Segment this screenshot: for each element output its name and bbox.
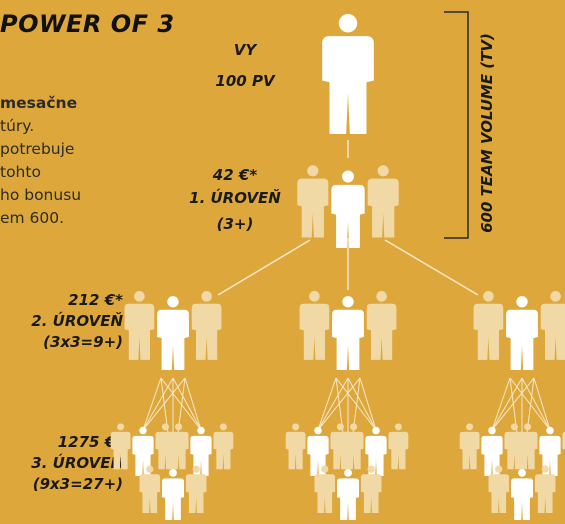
- person-icon: [360, 465, 382, 514]
- fan-line: [142, 377, 186, 431]
- person-icon: [366, 291, 397, 360]
- person-icon: [367, 165, 399, 238]
- level-1-name: 1. ÚROVEŇ: [189, 189, 281, 207]
- person-icon: [168, 423, 189, 470]
- person-icon: [157, 296, 189, 370]
- description-paragraph: mesačne túry. potrebuje tohto ho bonusu …: [0, 92, 140, 230]
- fan-line: [317, 377, 349, 431]
- fan-line: [184, 377, 202, 431]
- level-1-label: 42 €* 1. ÚROVEŇ (3+): [170, 165, 300, 235]
- description-line: em 600.: [0, 209, 65, 227]
- person-icon: [162, 468, 184, 520]
- level-3-label: 1275 €* 3. ÚROVEŇ (9x3=27+): [0, 432, 123, 495]
- top-person-icon: [322, 14, 374, 134]
- fan-line: [533, 377, 551, 431]
- fan-line: [317, 377, 361, 431]
- person-icon: [473, 291, 504, 360]
- person-icon: [540, 291, 565, 360]
- level-2-name: 2. ÚROVEŇ: [31, 312, 123, 330]
- description-line: mesačne: [0, 94, 78, 112]
- level-2-count: (3x3=9+): [43, 333, 123, 351]
- person-icon: [185, 465, 207, 514]
- description-line: tohto: [0, 163, 41, 181]
- level-3-group: [314, 465, 382, 520]
- person-icon: [488, 465, 510, 514]
- person-icon: [139, 465, 161, 514]
- person-icon: [343, 423, 364, 470]
- top-node-label: VY 100 PV: [195, 40, 295, 92]
- level-3-group: [139, 465, 207, 520]
- person-icon: [314, 465, 336, 514]
- fan-line: [142, 377, 174, 431]
- level-3-amount: 1275 €*: [57, 433, 123, 451]
- person-icon: [511, 468, 533, 520]
- person-icon: [299, 291, 330, 360]
- level-1-amount: 42 €*: [212, 166, 258, 184]
- person-icon: [124, 291, 155, 360]
- level-3-group: [517, 423, 565, 476]
- person-icon: [388, 423, 409, 470]
- description-line: potrebuje: [0, 140, 75, 158]
- level-2-amount: 212 €*: [68, 291, 123, 309]
- connector-line: [384, 239, 479, 296]
- description-line: túry.: [0, 117, 35, 135]
- fan-line: [491, 377, 523, 431]
- person-icon: [337, 468, 359, 520]
- top-node-volume: 100 PV: [215, 72, 275, 90]
- fan-line: [317, 377, 337, 431]
- level-3-group: [459, 423, 525, 476]
- level-2-group: [299, 291, 397, 370]
- person-icon: [213, 423, 234, 470]
- level-1-count: (3+): [216, 215, 254, 233]
- level-3-count: (9x3=27+): [32, 475, 123, 493]
- level-3-name: 3. ÚROVEŇ: [31, 454, 123, 472]
- person-icon: [506, 296, 538, 370]
- level-2-group: [124, 291, 222, 370]
- title: POWER OF 3: [0, 10, 175, 38]
- description-line: ho bonusu: [0, 186, 82, 204]
- person-icon: [534, 465, 556, 514]
- person-icon: [459, 423, 480, 470]
- person-icon: [332, 296, 364, 370]
- fan-line: [359, 377, 377, 431]
- person-icon: [110, 423, 131, 470]
- person-icon: [191, 291, 222, 360]
- level-3-group: [488, 465, 556, 520]
- fan-line: [142, 377, 162, 431]
- person-icon: [285, 423, 306, 470]
- fan-line: [491, 377, 511, 431]
- person-icon: [297, 165, 329, 238]
- level-1-group: [297, 165, 399, 248]
- person-icon: [517, 423, 538, 470]
- person-icon: [562, 431, 565, 450]
- level-2-label: 212 €* 2. ÚROVEŇ (3x3=9+): [0, 290, 123, 353]
- level-3-group: [110, 423, 176, 476]
- fan-line: [491, 377, 535, 431]
- team-volume-bracket: [444, 11, 469, 239]
- level-2-group: [473, 291, 565, 370]
- connector-line: [217, 239, 311, 296]
- person-icon: [331, 170, 365, 248]
- level-3-group: [285, 423, 351, 476]
- top-node-name: VY: [233, 41, 257, 59]
